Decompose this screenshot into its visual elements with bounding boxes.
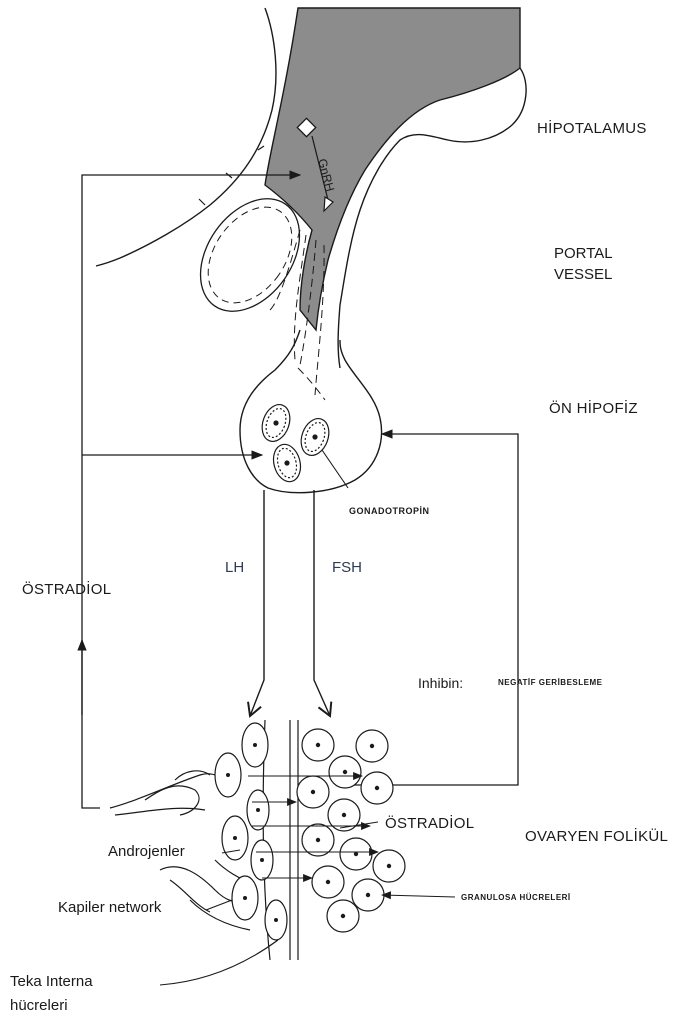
theca-interna-label-2: hücreleri xyxy=(10,997,68,1014)
theca-cells xyxy=(215,723,287,940)
fsh-label: FSH xyxy=(332,559,362,576)
gonadotropin-pointer xyxy=(322,450,348,488)
lh-vessel xyxy=(250,490,264,716)
kapiler-pointer xyxy=(206,900,232,910)
capillary-network-label: Kapiler network xyxy=(58,899,161,916)
ovarian-follicle-label: OVARYEN FOLİKÜL xyxy=(525,828,668,845)
hypothalamus-region xyxy=(265,8,520,330)
estradiol-left-label: ÖSTRADİOL xyxy=(22,581,111,598)
hypothalamus-label: HİPOTALAMUS xyxy=(537,120,647,137)
teka-pointer xyxy=(160,940,278,985)
androgens-label: Androjenler xyxy=(108,843,185,860)
brain-curve-left xyxy=(96,8,276,266)
negative-feedback-label: NEGATİF GERİBESLEME xyxy=(498,678,602,687)
portal-vessel-label-2: VESSEL xyxy=(554,266,612,283)
posterior-lobe-inner xyxy=(191,192,309,319)
feedback-loop-left xyxy=(82,175,300,808)
anterior-pituitary-label: ÖN HİPOFİZ xyxy=(549,400,638,417)
fsh-vessel xyxy=(314,490,330,716)
portal-vessel-label-1: PORTAL xyxy=(554,245,613,262)
inhibin-label: Inhibin: xyxy=(418,675,463,691)
estradiol-follicle-label: ÖSTRADİOL xyxy=(385,815,474,832)
anterior-pituitary xyxy=(240,330,382,493)
portal-vessel-1 xyxy=(270,230,300,310)
granulosa-pointer xyxy=(382,895,455,897)
gonadotropin-label: GONADOTROPİN xyxy=(349,506,430,516)
granulosa-cells-label: GRANULOSA HÜCRELERİ xyxy=(461,893,571,902)
theca-interna-label-1: Teka Interna xyxy=(10,973,93,990)
gonadotropin-cells xyxy=(257,401,333,485)
portal-vessel-5 xyxy=(298,368,325,400)
lh-label: LH xyxy=(225,559,244,576)
